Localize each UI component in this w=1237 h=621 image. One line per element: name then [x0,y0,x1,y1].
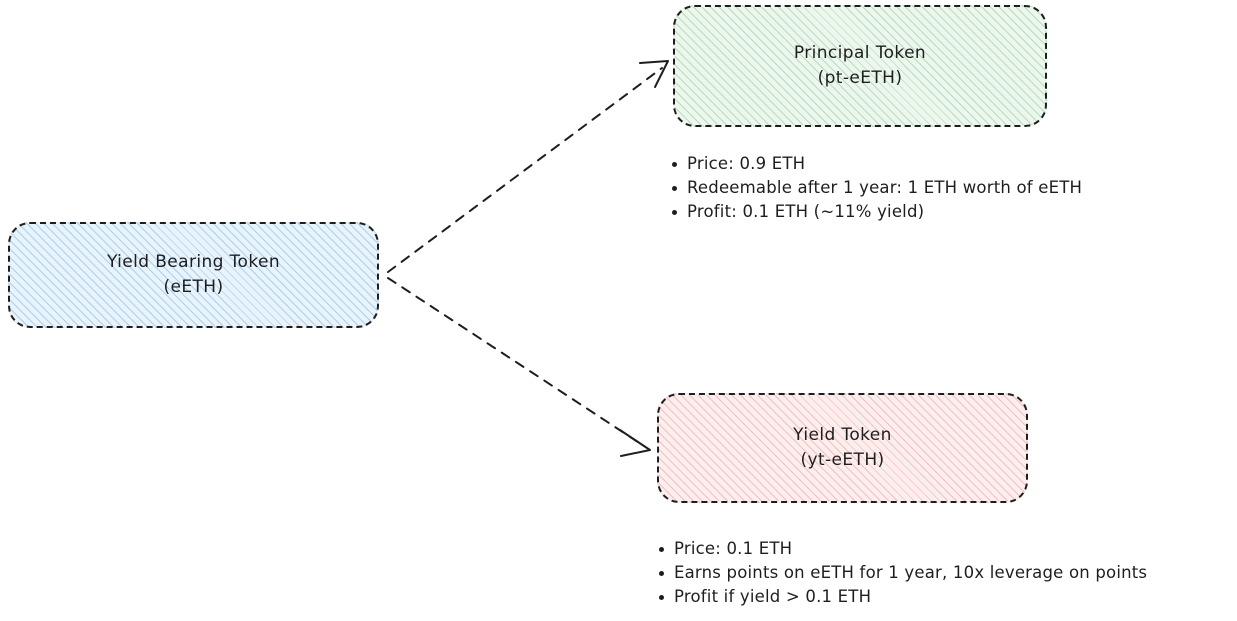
edge-line [387,67,663,273]
edge-source-to-yield [387,277,651,457]
list-item: Price: 0.1 ETH [658,537,1147,561]
edge-source-to-principal [387,60,669,273]
node-title: Yield Bearing Token [106,251,281,272]
node-title: Yield Token [793,424,892,445]
list-item: Profit: 0.1 ETH (~11% yield) [671,200,1082,224]
list-item: Price: 0.9 ETH [671,152,1082,176]
arrowhead-icon [639,60,669,88]
principal-token-facts-list: Price: 0.9 ETH Redeemable after 1 year: … [671,152,1082,224]
list-item: Profit if yield > 0.1 ETH [658,585,1147,609]
yield-token-facts-list: Price: 0.1 ETH Earns points on eETH for … [658,537,1147,609]
arrowhead-icon [619,429,651,457]
node-yield-bearing-token[interactable]: Yield Bearing Token (eETH) [8,222,379,328]
list-item: Earns points on eETH for 1 year, 10x lev… [658,561,1147,585]
node-principal-token[interactable]: Principal Token (pt-eETH) [673,5,1047,127]
node-subtitle: (pt-eETH) [817,68,903,88]
list-item: Redeemable after 1 year: 1 ETH worth of … [671,176,1082,200]
node-title: Principal Token [793,42,927,63]
node-subtitle: (eETH) [163,277,224,297]
node-subtitle: (yt-eETH) [800,450,885,470]
node-yield-token[interactable]: Yield Token (yt-eETH) [657,393,1028,503]
edge-line [387,277,645,447]
